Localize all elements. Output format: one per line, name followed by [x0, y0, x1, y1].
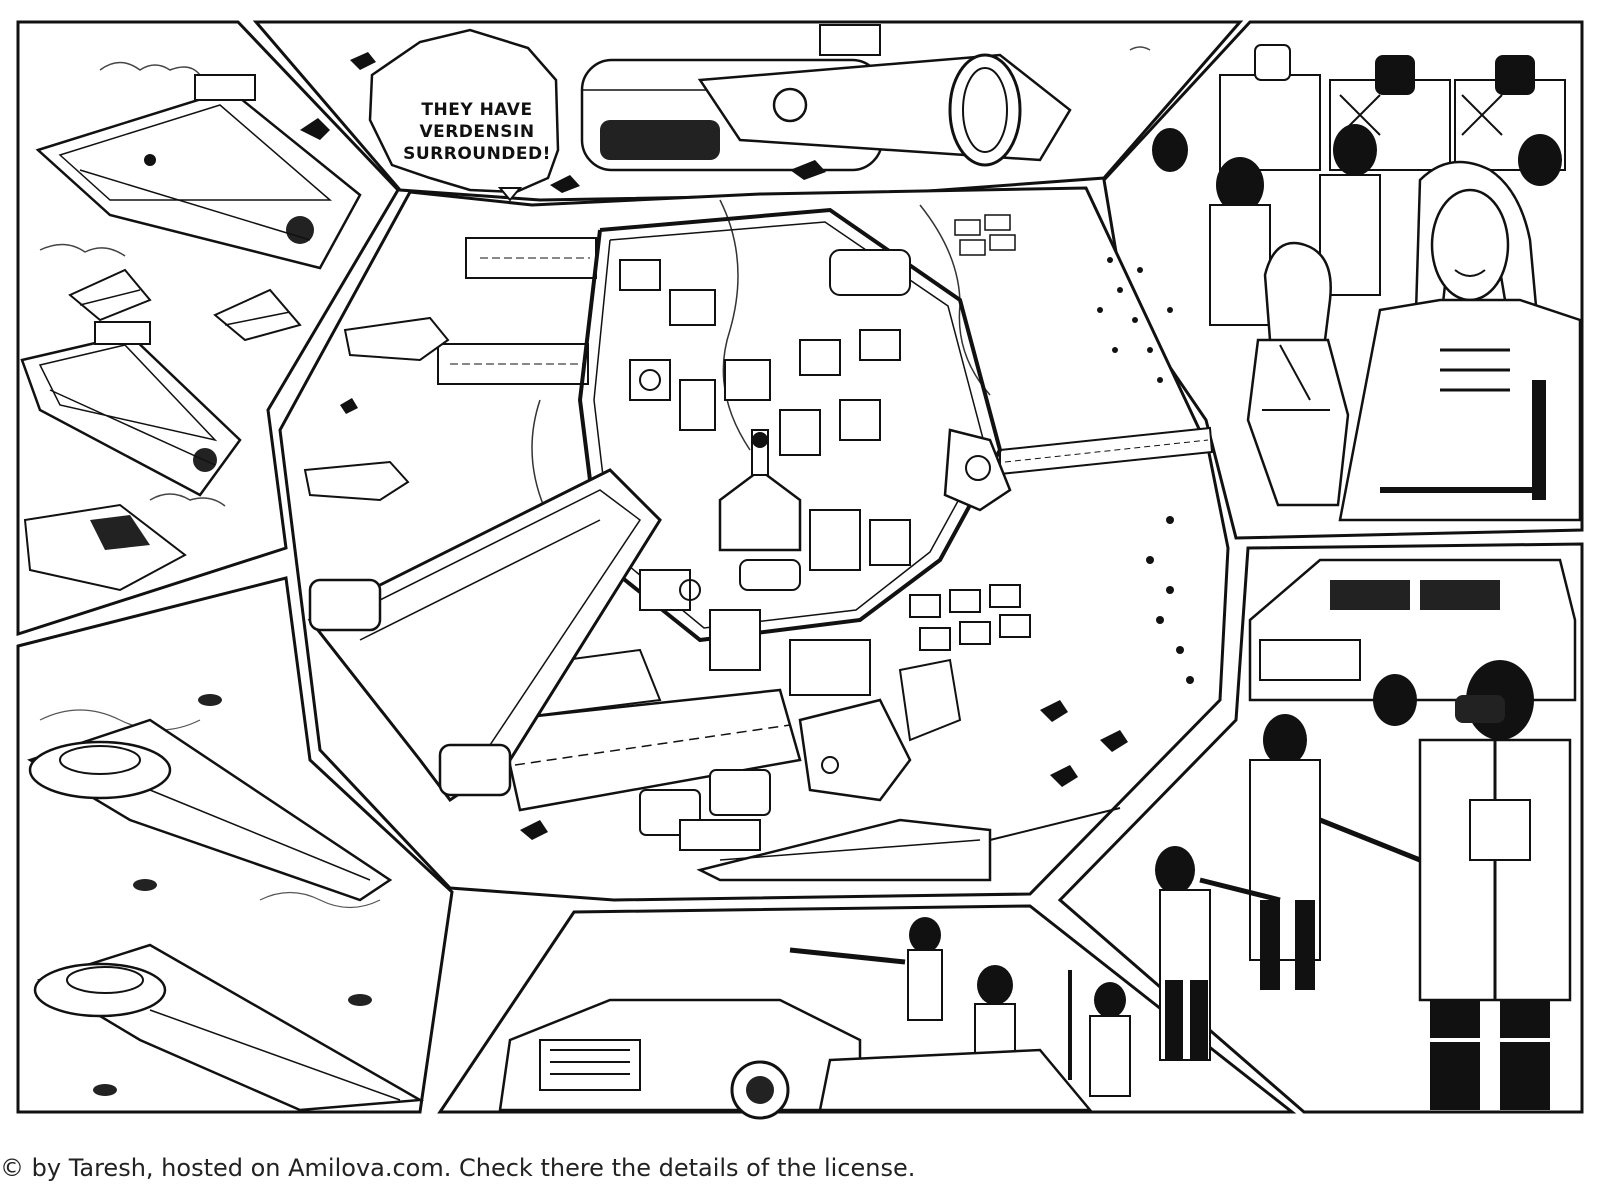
panel-bottom-center-vehicles	[437, 904, 1297, 1120]
helmeted-soldiers	[1152, 124, 1562, 326]
fortress	[943, 428, 1012, 512]
small-boats	[93, 694, 372, 1096]
helmeted-soldiers	[1155, 674, 1417, 1061]
small-fighters	[303, 316, 1128, 840]
airship-large	[20, 321, 242, 497]
armored-car	[498, 998, 862, 1120]
copyright-credit: © by Taresh, hosted on Amilova.com. Chec…	[0, 1154, 916, 1182]
fighter-craft	[23, 503, 187, 592]
silhouette-jet	[350, 52, 376, 70]
soldier-gunner	[789, 917, 943, 1021]
airship-large	[35, 74, 362, 270]
fighter-craft	[68, 268, 152, 322]
naval-cruiser	[27, 718, 393, 902]
panel-bottom-left-ships	[16, 576, 454, 1114]
silhouette-jet	[550, 175, 580, 193]
city-buildings	[619, 249, 911, 696]
troop-formation	[1097, 257, 1194, 684]
soldier-rider	[818, 965, 1093, 1112]
soldier-binoculars	[1418, 660, 1572, 1110]
male-character	[1338, 160, 1582, 522]
panel-top-left-airships	[16, 20, 400, 637]
housing-cluster	[909, 214, 1031, 651]
panel-top-right-characters	[1102, 20, 1584, 540]
fighter-craft	[213, 288, 302, 342]
docked-ship-bottom	[696, 807, 1121, 882]
central-tower	[718, 429, 802, 552]
mech-silhouettes	[1219, 44, 1566, 171]
hangars	[639, 658, 962, 851]
female-character	[1246, 241, 1350, 507]
panel-top-center-carrier	[252, 20, 1244, 202]
naval-cruiser	[33, 943, 425, 1112]
silhouette-jet	[790, 160, 826, 180]
panel-bottom-right-soldiers	[1057, 542, 1584, 1114]
flying-carrier	[580, 24, 1072, 172]
soldier-mech	[1068, 970, 1131, 1097]
docked-battleship	[307, 468, 662, 803]
speech-bubble	[368, 28, 560, 202]
speech-bubble-text: THEY HAVE VERDENSIN SURROUNDED!	[403, 100, 551, 164]
silhouette-jet	[300, 118, 330, 140]
panel-center-city-map	[278, 186, 1230, 902]
